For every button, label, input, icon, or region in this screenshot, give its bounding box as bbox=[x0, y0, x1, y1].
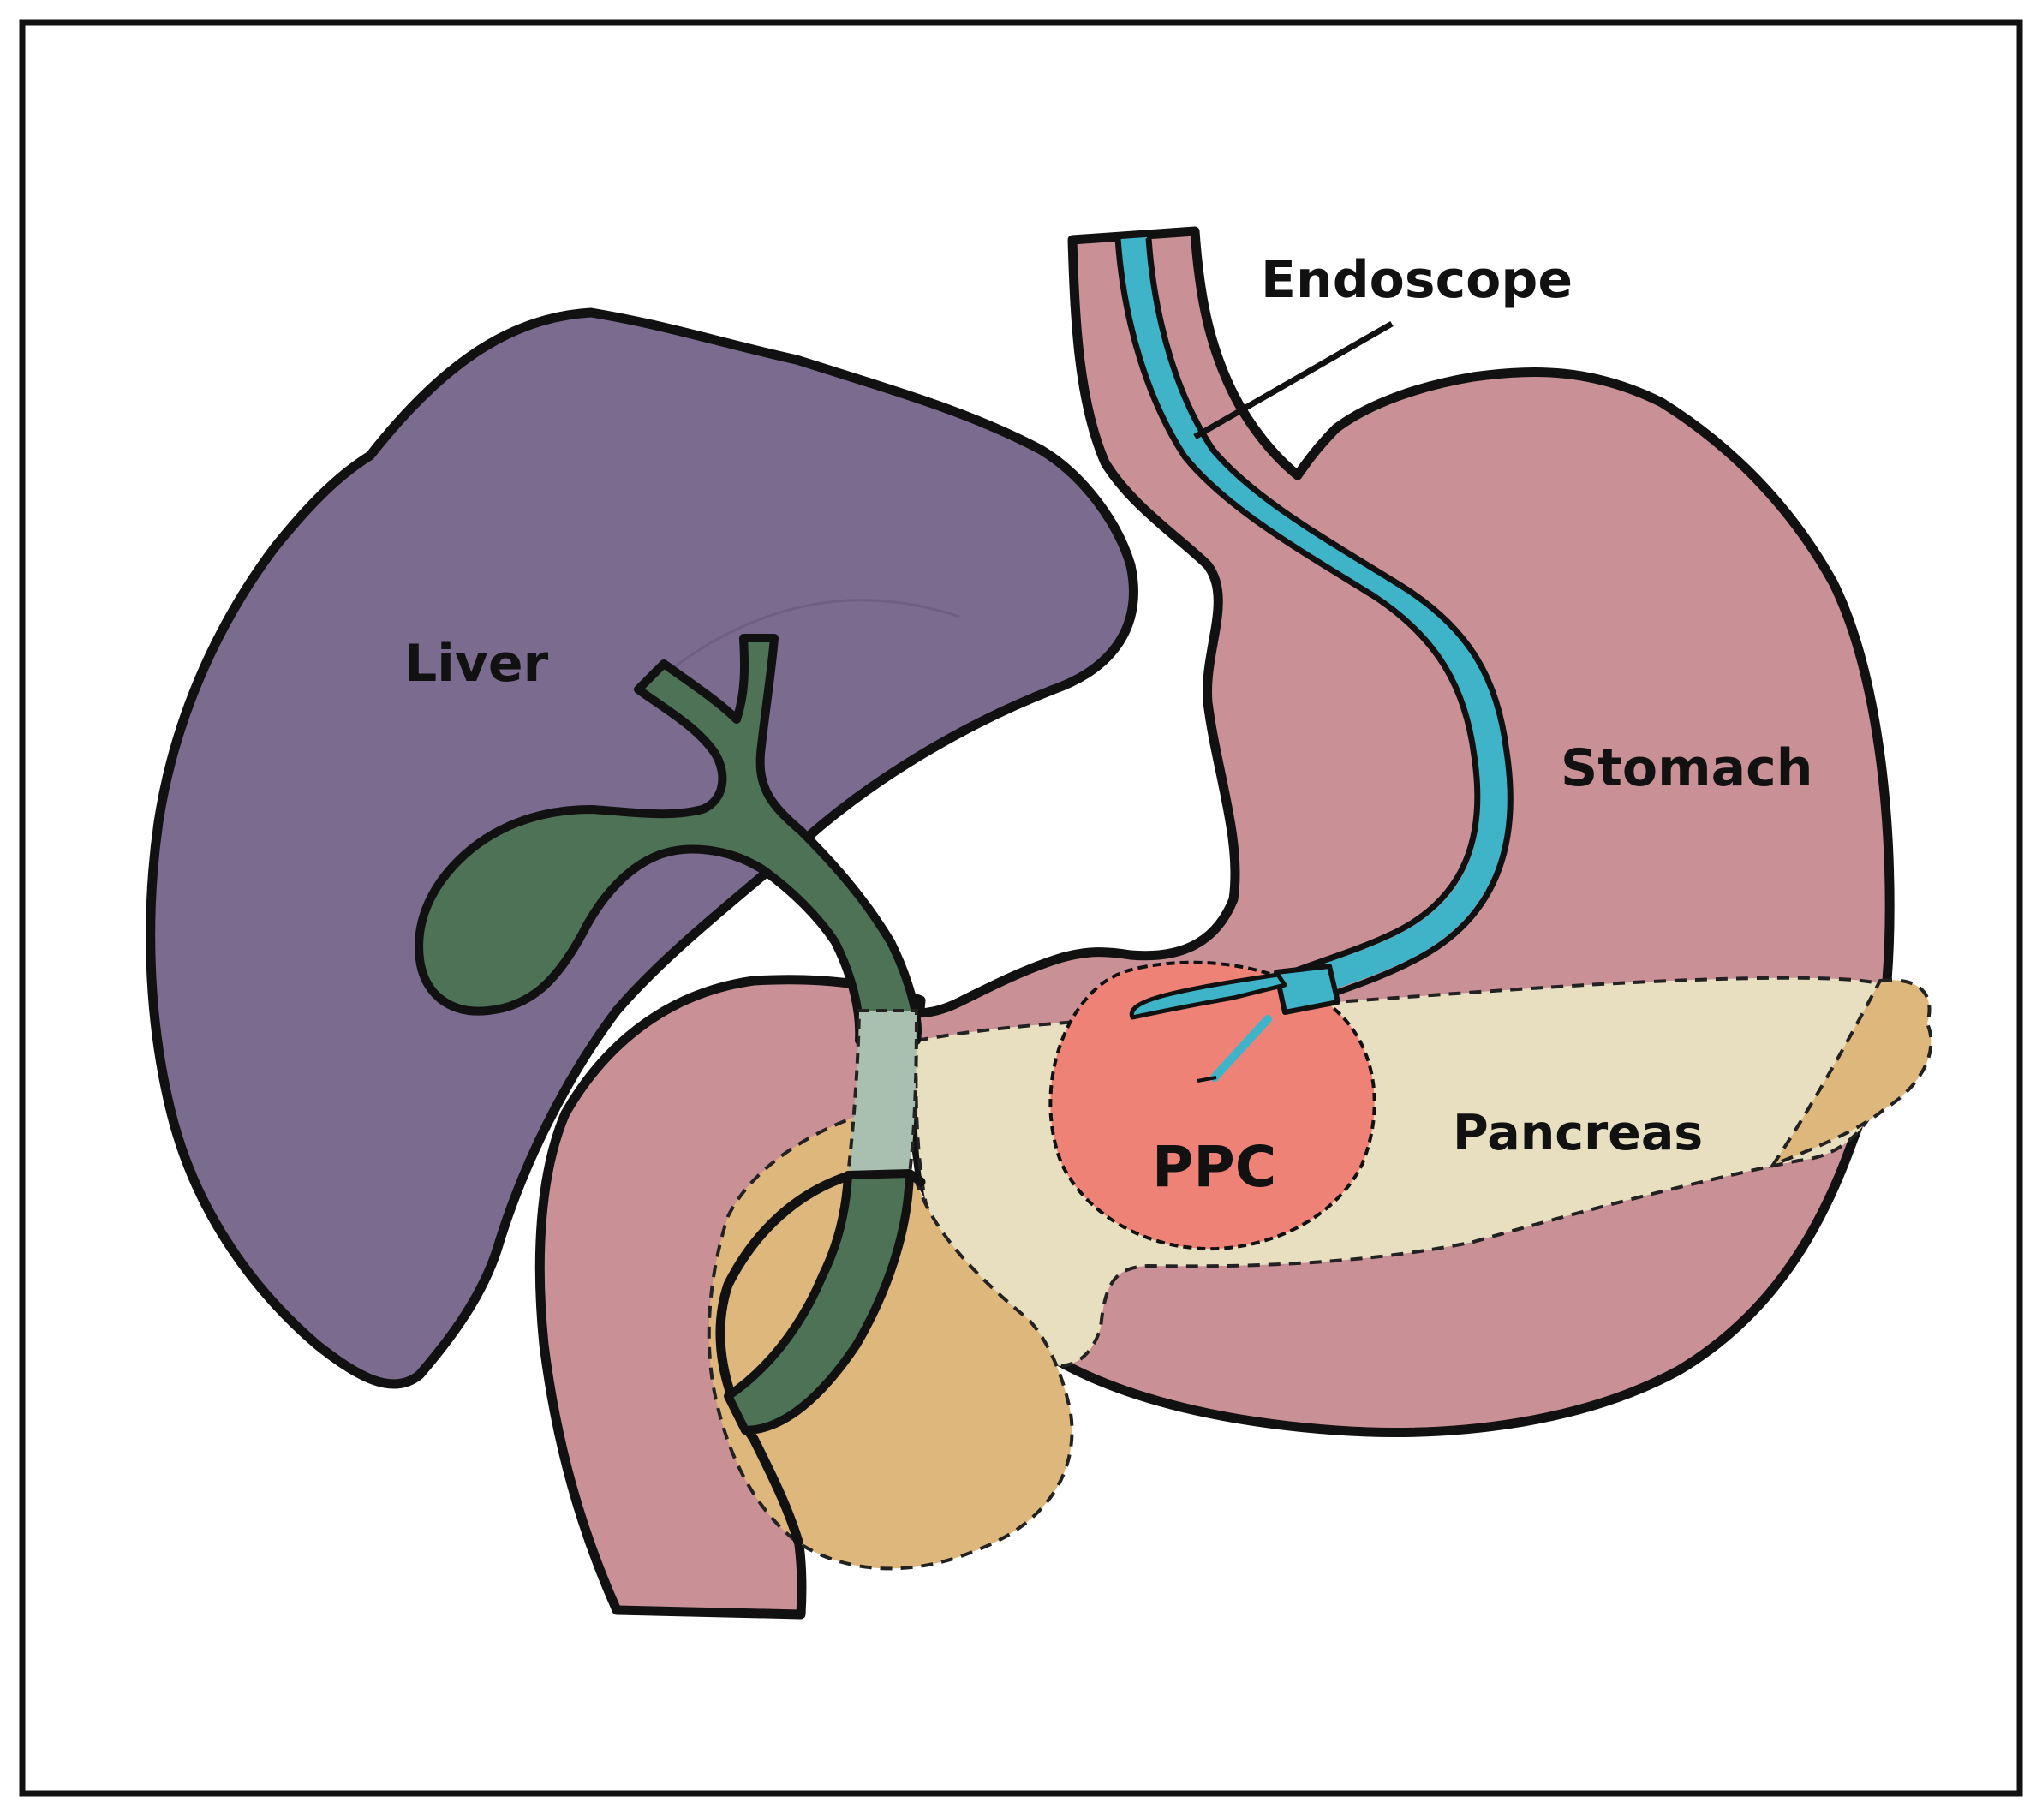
label-liver: Liver bbox=[404, 634, 549, 694]
label-stomach: Stomach bbox=[1561, 738, 1812, 798]
cbd-intrapancreatic bbox=[845, 1009, 919, 1178]
label-ppc: PPC bbox=[1152, 1134, 1276, 1200]
endoscope-tube bbox=[1120, 236, 1508, 1006]
cbd-distal bbox=[724, 1169, 914, 1435]
endoscope-leader-line bbox=[1193, 320, 1394, 440]
endoscope-outline-upper bbox=[1114, 237, 1481, 980]
endoscope-needle bbox=[1129, 972, 1287, 1020]
label-pancreas: Pancreas bbox=[1453, 1105, 1703, 1161]
label-endoscope: Endoscope bbox=[1261, 250, 1573, 310]
pancreas-tail bbox=[1768, 978, 1933, 1169]
endoscope-guidewire-tip bbox=[1197, 1076, 1217, 1083]
endoscope-tip bbox=[1274, 964, 1340, 1015]
pancreas-head bbox=[707, 1111, 1074, 1571]
gallbladder-and-ducts bbox=[415, 634, 922, 1045]
endoscope-outline-lower bbox=[1145, 237, 1514, 1014]
endoscope-guidewire bbox=[1210, 1015, 1272, 1082]
liver-lobe-line bbox=[650, 599, 960, 687]
